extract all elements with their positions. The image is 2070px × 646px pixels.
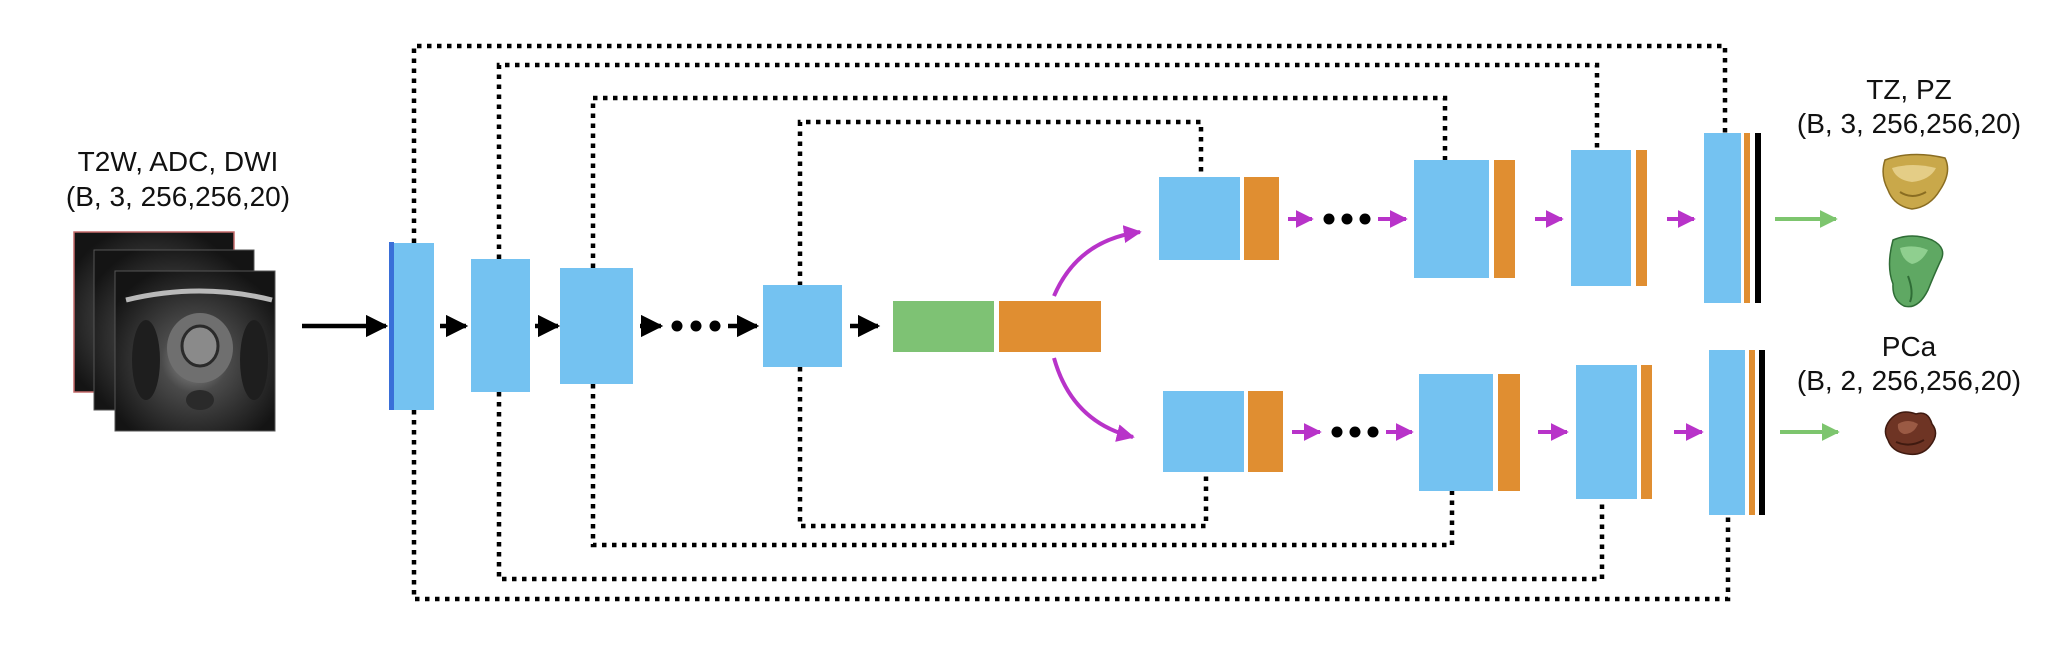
decoder-top-attention-1 xyxy=(1244,177,1279,260)
skip-connection-level-4-top xyxy=(797,119,1204,286)
input-shape-label: (B, 3, 256,256,20) xyxy=(66,181,290,212)
output-top: TZ, PZ (B, 3, 256,256,20) xyxy=(1797,74,2021,308)
decoder-bottom xyxy=(1163,350,1840,515)
encoder-block-2 xyxy=(471,259,530,392)
skip-connection-level-3-top xyxy=(590,95,1448,268)
decoder-bottom-block-3 xyxy=(1576,365,1637,499)
decoder-bottom-block-4 xyxy=(1709,350,1745,515)
skip-connection-level-1-bottom xyxy=(411,410,1731,602)
peripheral-zone-mesh-icon xyxy=(1888,235,1944,308)
decoder-top-block-1 xyxy=(1159,177,1240,260)
decoder-bottom-attention-4 xyxy=(1749,350,1755,515)
decoder-top-block-4 xyxy=(1704,133,1741,303)
decoder-top xyxy=(1159,133,1838,303)
skip-connection-level-4-bottom xyxy=(797,367,1209,529)
output-bottom-classes-label: PCa xyxy=(1882,331,1937,362)
decoder-bottom-block-1 xyxy=(1163,391,1244,472)
ellipsis-dots-top xyxy=(1323,213,1371,225)
decoder-top-output-bar xyxy=(1755,133,1761,303)
output-top-shape-label: (B, 3, 256,256,20) xyxy=(1797,108,2021,139)
decoder-top-attention-2 xyxy=(1494,160,1515,278)
ellipsis-dots-encoder xyxy=(671,320,721,332)
bottleneck-block-green xyxy=(893,301,994,352)
decoder-top-block-2 xyxy=(1414,160,1489,278)
input-edge-bar xyxy=(389,242,394,410)
skip-connections xyxy=(411,43,1731,602)
decoder-bottom-attention-2 xyxy=(1498,374,1520,491)
decoder-bottom-output-bar xyxy=(1759,350,1765,515)
branch-arrow-top xyxy=(1052,225,1142,297)
skip-connection-level-1-top xyxy=(411,43,1728,243)
bottleneck-block-orange xyxy=(999,301,1101,352)
encoder-block-4 xyxy=(763,285,842,367)
decoder-bottom-attention-1 xyxy=(1248,391,1283,472)
decoder-top-block-3 xyxy=(1571,150,1631,286)
input-modalities-label: T2W, ADC, DWI xyxy=(78,146,279,177)
lesion-mesh-icon xyxy=(1884,411,1937,456)
decoder-bottom-block-2 xyxy=(1419,374,1493,491)
output-bottom: PCa (B, 2, 256,256,20) xyxy=(1797,331,2021,456)
input-section: T2W, ADC, DWI (B, 3, 256,256,20) xyxy=(66,146,290,432)
encoder-block-3 xyxy=(560,268,633,384)
decoder-top-attention-3 xyxy=(1636,150,1647,286)
bottleneck xyxy=(893,301,1101,352)
skip-connection-level-2-bottom xyxy=(496,392,1605,582)
encoder-block-1 xyxy=(394,243,434,410)
branch-arrow-bottom xyxy=(1052,357,1135,442)
transition-zone-mesh-icon xyxy=(1882,153,1949,210)
skip-connection-level-3-bottom xyxy=(590,384,1455,548)
decoder-top-attention-4 xyxy=(1744,133,1750,303)
output-bottom-shape-label: (B, 2, 256,256,20) xyxy=(1797,365,2021,396)
output-top-classes-label: TZ, PZ xyxy=(1866,74,1952,105)
encoder xyxy=(389,242,881,410)
skip-connection-level-2-top xyxy=(496,62,1600,259)
ellipsis-dots-bottom xyxy=(1331,426,1379,438)
decoder-bottom-attention-3 xyxy=(1641,365,1652,499)
mri-slice-stack-icon xyxy=(73,231,276,432)
